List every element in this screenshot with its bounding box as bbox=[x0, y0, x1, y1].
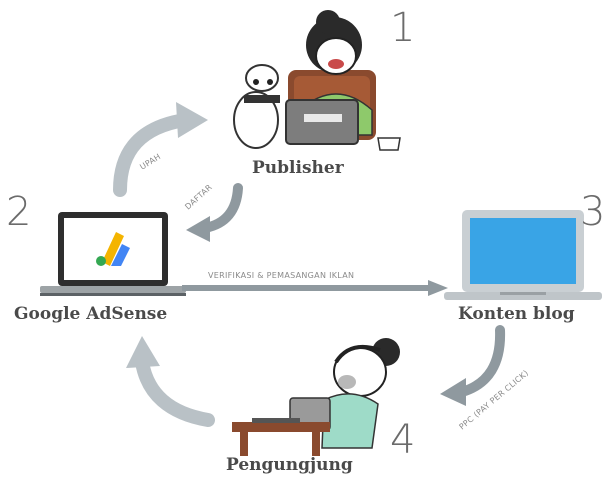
adsense-laptop bbox=[40, 212, 186, 296]
edge-label-verifikasi: VERIFIKASI & PEMASANGAN IKLAN bbox=[208, 271, 354, 280]
node-number-adsense: 2 bbox=[6, 189, 32, 235]
node-number-publisher: 1 bbox=[390, 5, 416, 51]
publisher-illustration bbox=[233, 10, 401, 151]
node-label-adsense: Google AdSense bbox=[14, 304, 168, 324]
edge-ppc: PPC (PAY PER CLICK) bbox=[440, 325, 531, 432]
edge-label-ppc: PPC (PAY PER CLICK) bbox=[458, 368, 531, 431]
edge-daftar: DAFTAR bbox=[183, 183, 243, 242]
node-label-konten: Konten blog bbox=[458, 304, 575, 324]
edge-visitor-to-adsense bbox=[126, 336, 215, 427]
edge-upah: UPAH bbox=[113, 102, 208, 197]
node-number-pengunjung: 4 bbox=[390, 417, 416, 463]
node-label-pengunjung: Pengungjung bbox=[226, 455, 353, 475]
blog-laptop bbox=[444, 210, 602, 300]
edge-label-upah: UPAH bbox=[138, 152, 162, 172]
node-label-publisher: Publisher bbox=[252, 158, 344, 178]
edge-verifikasi: VERIFIKASI & PEMASANGAN IKLAN bbox=[182, 271, 448, 296]
edge-label-daftar: DAFTAR bbox=[183, 183, 214, 212]
node-number-konten: 3 bbox=[580, 189, 605, 235]
visitor-illustration bbox=[232, 338, 400, 456]
